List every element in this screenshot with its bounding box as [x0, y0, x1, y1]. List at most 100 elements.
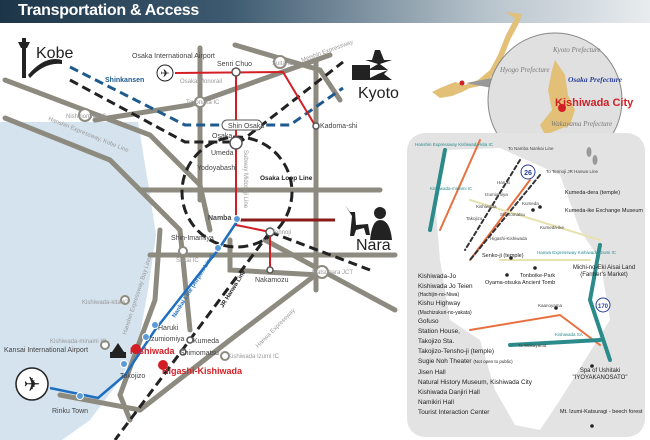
- inset-kishiwada: Kishiwada: [476, 204, 497, 209]
- nankai-line: [49, 219, 240, 400]
- attraction-item: Kishiwada Danjiri Hall: [418, 389, 480, 397]
- route-26-label: 26: [524, 170, 532, 177]
- suita-ic: Suita IC: [272, 61, 294, 67]
- inset-oyama: Oyama-otsuka Ancient Tomb: [485, 280, 555, 286]
- monorail-label: Osaka Monorail: [180, 79, 222, 85]
- route-26-sign: 26: [520, 164, 536, 180]
- inset-kumeda: Kumeda: [522, 201, 539, 206]
- inset-minami-ic: Kishiwada-minami IC: [430, 186, 473, 191]
- meishin-label: Meishin Expressway: [301, 40, 354, 64]
- callout-pointer: [466, 78, 492, 88]
- route-170-label: 170: [598, 304, 609, 310]
- shinkansen-label: Shinkansen: [105, 77, 144, 84]
- toyonaka-ic: Toyonaka IC: [186, 100, 220, 106]
- nankai-station-markers: [76, 215, 241, 400]
- attraction-item: Kishu Highway: [418, 300, 461, 308]
- svg-text:✈: ✈: [160, 68, 169, 80]
- jr-hanwa-line: [113, 231, 272, 440]
- kishiwada-minami-ic: Kishiwada-minami IC: [50, 339, 107, 345]
- station-umeda: Umeda: [211, 150, 234, 157]
- attraction-item: Takojizo-Tensho-ji (temple): [418, 348, 495, 356]
- osaka-prefecture-shape: [540, 60, 575, 135]
- svg-text:✈: ✈: [24, 374, 41, 396]
- inset-kumeda-ike: Kumeda-ike: [540, 225, 565, 230]
- osaka-airport-label: Osaka International Airport: [132, 53, 215, 60]
- inset-exchange-museum: Kumeda-ike Exchange Museum: [565, 208, 643, 214]
- attraction-item: (Hachijin-no-Niwa): [418, 292, 460, 299]
- inset-to-tennoji: To Tennoji JR Hanwa Line: [546, 169, 598, 174]
- station-rinku-town: Rinku Town: [52, 408, 88, 415]
- kyoto-prefecture-label: Kyoto Prefecture: [552, 46, 601, 54]
- attraction-item: Jisen Hall: [418, 368, 446, 376]
- page-title: Transportation & Access: [18, 2, 200, 19]
- kishiwada-izumi-ic: Kishiwada Izumi IC: [228, 354, 280, 360]
- attraction-item: Station House,: [418, 327, 460, 335]
- wakayama-prefecture-label: Wakayama Prefecture: [551, 120, 612, 128]
- osaka-airport-icon: ✈: [156, 64, 174, 82]
- kishiwada-station: [131, 344, 141, 354]
- osaka-monorail-line: [174, 70, 317, 128]
- inset-spa: Spa of Ushitaki "IYOYAKANOSATO": [572, 368, 628, 381]
- station-markers: [179, 67, 320, 356]
- attraction-name: Sugie Noh Theater: [418, 358, 472, 366]
- station-yodoyabashi: Yodoyabashi: [197, 165, 237, 172]
- attraction-item: Kishiwada Jo Teien: [418, 283, 473, 291]
- kishiwada-dot-japan: [459, 80, 465, 86]
- station-higashi-kishiwada: Higashi-Kishiwada: [162, 366, 243, 376]
- footprints-icon: [586, 147, 598, 165]
- inset-to-namba: To Namba Nankai Line: [508, 146, 554, 151]
- kansai-airport-label: Kansai International Airport: [4, 347, 88, 354]
- japan-map: [432, 12, 522, 98]
- inset-izumi-ic: Hanwa Expressway Kishiwada Izumi IC: [537, 250, 617, 255]
- station-osaka: Osaka: [212, 133, 232, 140]
- inset-sa: Kishiwada SA: [555, 332, 583, 337]
- inset-takojizo: Takojizo: [466, 216, 483, 221]
- kishiwada-kita-ic: Kishiwada-kita IC: [82, 300, 129, 306]
- kishiwada-castle-icon: [110, 343, 126, 358]
- station-shin-osaka: Shin Osaka: [228, 123, 264, 130]
- kishiwada-city-label: Kishiwada City: [555, 97, 634, 109]
- hyogo-prefecture-label: Hyogo Prefecture: [499, 66, 549, 74]
- kyoto-pagoda-icon: [352, 50, 392, 80]
- jr-yamatoji-line: [269, 230, 371, 272]
- header-bar: Transportation & Access: [0, 0, 650, 23]
- inset-tonboike: Tonboike-Park: [520, 273, 555, 279]
- inset-kaanoyama: Kaanoyama: [538, 303, 563, 308]
- station-shimomatsu: Shimomatsu: [180, 350, 219, 357]
- inset-senkoji: Senko-ji (temple): [482, 253, 524, 259]
- attraction-item: Kishiwada-Jo: [418, 273, 457, 280]
- inset-haruki: Haruki: [497, 180, 510, 185]
- nishinomiya-ic: Nishinomiya IC: [66, 114, 107, 120]
- station-kishiwada: Kishiwada: [130, 346, 176, 356]
- station-tennoji: Tennoji: [272, 230, 291, 236]
- station-nakamozu: Nakamozu: [255, 277, 289, 284]
- osaka-bay-sea: [0, 122, 156, 440]
- attraction-item: (Machizukuri-no-yakata): [418, 309, 472, 316]
- higashi-kishiwada-station: [158, 360, 168, 370]
- interchange-markers: [78, 55, 329, 361]
- inset-higashi: Higashi-Kishiwada: [490, 236, 528, 241]
- city-kobe: Kobe: [36, 45, 73, 62]
- attraction-item: Tourist Interaction Center: [418, 409, 490, 417]
- nara-deer-buddha-icon: [345, 205, 392, 240]
- inset-izumiomiya: Izumiomiya: [485, 192, 508, 197]
- inset-shimomatsu: Shimomatsu: [500, 212, 526, 217]
- station-senri-chuo: Senri Chuo: [217, 61, 252, 68]
- jr-kyoto-kobe-line: [69, 60, 344, 144]
- shinkansen-line: [69, 65, 344, 127]
- station-izumiomiya: Izumiomiya: [149, 336, 185, 343]
- attraction-note: (Not open to public): [473, 359, 513, 365]
- attraction-item: Namikiri Hall: [418, 399, 454, 407]
- matsubara-jct: Matsubara JCT: [312, 270, 353, 276]
- station-shin-imamiya: Shin-Imamiya: [171, 235, 214, 242]
- city-kyoto: Kyoto: [358, 85, 399, 102]
- kishiwada-city-area: [435, 148, 610, 430]
- inset-kumeda-dera: Kumeda-dera (temple): [565, 190, 620, 196]
- loop-line-label: Osaka Loop Line: [260, 175, 313, 182]
- sakai-ic: Sakai IC: [176, 258, 199, 264]
- jr-hanwa-label: JR Hanwa Line: [220, 269, 248, 309]
- inset-michinoeki: Michi-no-Eki Aisai Land (Farmer's Market…: [572, 265, 636, 278]
- inset-markers: [505, 205, 594, 428]
- station-kumeda: Kumeda: [193, 338, 219, 345]
